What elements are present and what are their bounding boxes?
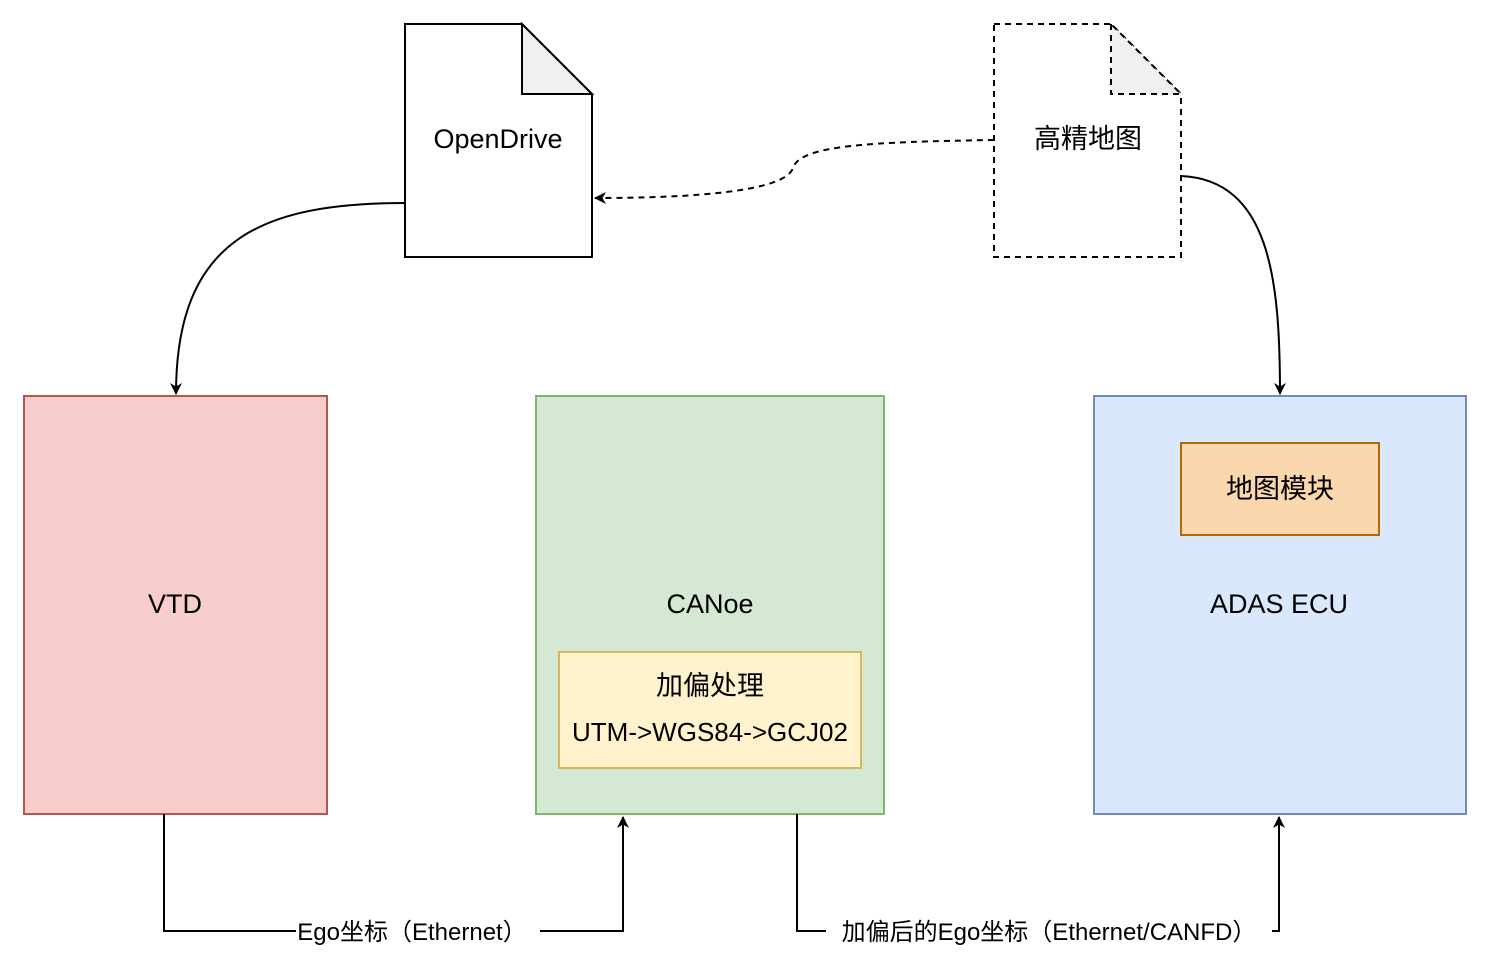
edge-canoe-to-adas: [796, 814, 1285, 932]
edge-label-bg-vtd-canoe: [296, 915, 540, 947]
vtd-label: VTD: [148, 589, 202, 619]
opendrive-document: OpenDrive: [404, 21, 595, 258]
canoe-label: CANoe: [666, 589, 753, 619]
offset-processing-title: 加偏处理: [656, 671, 764, 701]
edge-opendrive-to-vtd: [170, 202, 406, 395]
adas-ecu-label: ADAS ECU: [1210, 589, 1348, 619]
offset-processing-subtitle: UTM->WGS84->GCJ02: [572, 717, 848, 747]
edge-hdmap-to-opendrive: [594, 139, 995, 204]
hd-map-document: 高精地图: [993, 21, 1184, 258]
hd-map-label: 高精地图: [1034, 124, 1142, 154]
edge-label-vtd-canoe: Ego坐标（Ethernet）: [297, 919, 526, 946]
map-module-box: 地图模块: [1180, 442, 1380, 536]
edge-hdmap-to-adas: [1180, 175, 1286, 395]
vtd-box: VTD: [23, 395, 328, 815]
edge-label-bg-canoe-adas: [826, 915, 1272, 947]
offset-processing-box: 加偏处理 UTM->WGS84->GCJ02: [558, 651, 862, 769]
map-module-label: 地图模块: [1226, 474, 1334, 504]
opendrive-label: OpenDrive: [433, 124, 562, 154]
edge-label-canoe-adas: 加偏后的Ego坐标（Ethernet/CANFD）: [842, 919, 1257, 946]
edge-vtd-to-canoe: [163, 814, 629, 932]
